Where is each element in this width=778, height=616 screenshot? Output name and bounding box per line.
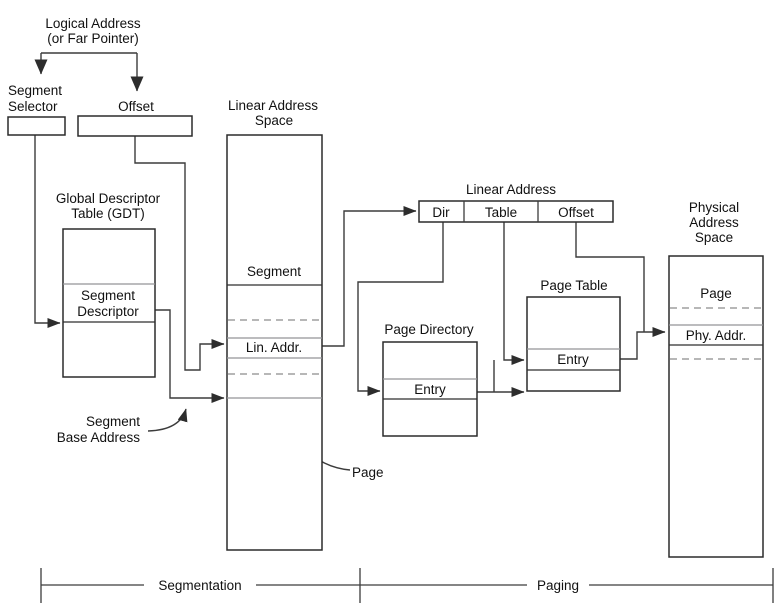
linear-address-space-box: [226, 134, 323, 551]
pt-entry-to-phys-connector: [620, 327, 666, 360]
page-table-title-label: Page Table: [540, 278, 607, 293]
segmentation-bracket-label: Segmentation: [158, 578, 241, 593]
segment-base-curved-arrow: [147, 408, 188, 432]
lin-addr-row-label: Lin. Addr.: [246, 340, 302, 355]
linear-address-box: [418, 200, 614, 223]
gdt-box: [62, 228, 156, 378]
segment-descriptor-label-line2: Descriptor: [77, 304, 139, 319]
physical-address-space-box: [668, 255, 764, 558]
linaddr-to-linear-address-connector: [322, 206, 417, 347]
linear-address-space-label-line1: Linear Address: [228, 98, 318, 113]
segment-descriptor-label-line1: Segment: [81, 288, 135, 303]
offset-to-linaddr-connector: [134, 136, 225, 371]
segment-row-label: Segment: [247, 264, 301, 279]
physical-address-space-label-line3: Space: [695, 230, 733, 245]
table-field-label: Table: [485, 205, 517, 220]
logical-address-label-line2: (or Far Pointer): [47, 31, 139, 46]
page-row-label: Page: [700, 286, 732, 301]
page-directory-title-label: Page Directory: [384, 322, 474, 337]
paging-bracket-label: Paging: [537, 578, 579, 593]
offset-field-to-phys-connector: [575, 222, 645, 332]
segment-selector-label-line1: Segment: [8, 83, 62, 98]
gdt-label-line1: Global Descriptor: [56, 191, 161, 206]
pd-entry-label: Entry: [414, 382, 446, 397]
offset-field-label: Offset: [558, 205, 594, 220]
dir-field-label: Dir: [432, 205, 450, 220]
table-to-pt-entry-connector: [503, 222, 525, 365]
logical-address-label-line1: Logical Address: [45, 16, 141, 31]
descriptor-to-base-connector: [155, 309, 225, 403]
linear-address-space-label-line2: Space: [255, 113, 293, 128]
physical-address-space-label-line2: Address: [689, 215, 739, 230]
phy-addr-row-label: Phy. Addr.: [686, 328, 747, 343]
page-table-box: [526, 296, 621, 392]
offset-label: Offset: [118, 99, 154, 114]
page-pointer-label: Page: [352, 465, 384, 480]
segment-base-label-line1: Segment: [86, 414, 140, 429]
selector-to-gdt-connector: [34, 135, 61, 328]
segment-base-label-line2: Base Address: [57, 430, 141, 445]
dir-to-pd-entry-connector: [357, 222, 444, 396]
linear-address-title-label: Linear Address: [466, 182, 556, 197]
segment-selector-label-line2: Selector: [8, 99, 58, 114]
gdt-label-line2: Table (GDT): [71, 206, 145, 221]
pt-entry-label: Entry: [557, 352, 589, 367]
offset-box: [77, 115, 193, 137]
segment-selector-box: [7, 116, 66, 136]
page-directory-box: [382, 341, 478, 437]
physical-address-space-label-line1: Physical: [689, 200, 739, 215]
